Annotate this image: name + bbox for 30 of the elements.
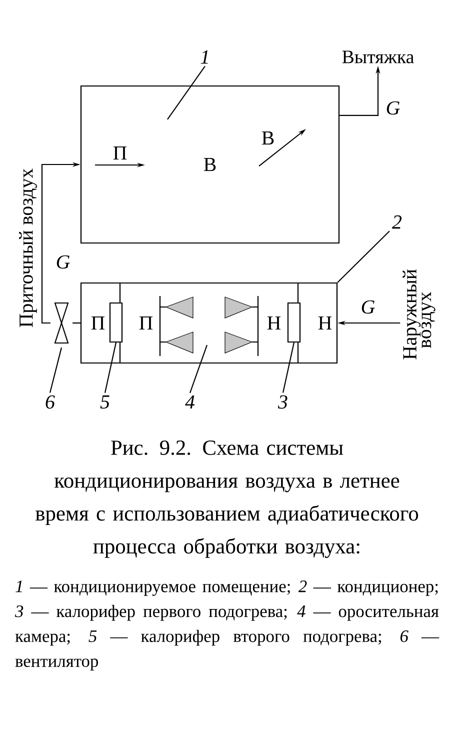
leader-line — [282, 342, 295, 393]
caption: Рис. 9.2. Схема системы кондиционирования воздуха в летнее время с использованием адиабатического процесса обработки воздуха: — [36, 440, 418, 558]
letter-label: П — [91, 316, 105, 330]
callout-number: 3 — [278, 395, 288, 409]
leader-line — [167, 66, 206, 120]
callout-number: 6 — [46, 395, 55, 409]
flow-label: Приточный воздух — [19, 168, 37, 328]
fan-symbol — [54, 302, 69, 344]
callout-number: 1 — [200, 50, 208, 64]
edge-label: G — [386, 101, 400, 115]
edge-label: G — [362, 300, 375, 314]
letter-label: П — [113, 146, 127, 160]
flow-label: Наружный воздух — [402, 269, 436, 360]
flow-label: Вытяжка — [342, 50, 414, 64]
duct-line — [72, 322, 80, 324]
leader-line — [49, 347, 62, 393]
leader-line — [104, 342, 117, 393]
key-text: 1 — кондиционируемое помещение; 2 — кондиционер; 3 — калорифер первого подогрева; 4 — оросительная камера; 5 — калорифер второго подогрева; 6 — вентилятор — [14, 580, 440, 671]
leader-line — [189, 344, 208, 394]
letter-label: Н — [267, 316, 281, 330]
letter-label: В — [262, 131, 274, 145]
letter-label: Н — [318, 316, 332, 330]
callout-number: 5 — [100, 395, 110, 409]
callout-number: 2 — [392, 215, 402, 229]
heater-box — [109, 302, 123, 343]
edge-label: G — [56, 255, 70, 269]
heater-box — [287, 302, 301, 343]
callout-number: 4 — [185, 395, 195, 409]
conditioner-box — [80, 282, 338, 364]
leader-line — [337, 230, 390, 283]
